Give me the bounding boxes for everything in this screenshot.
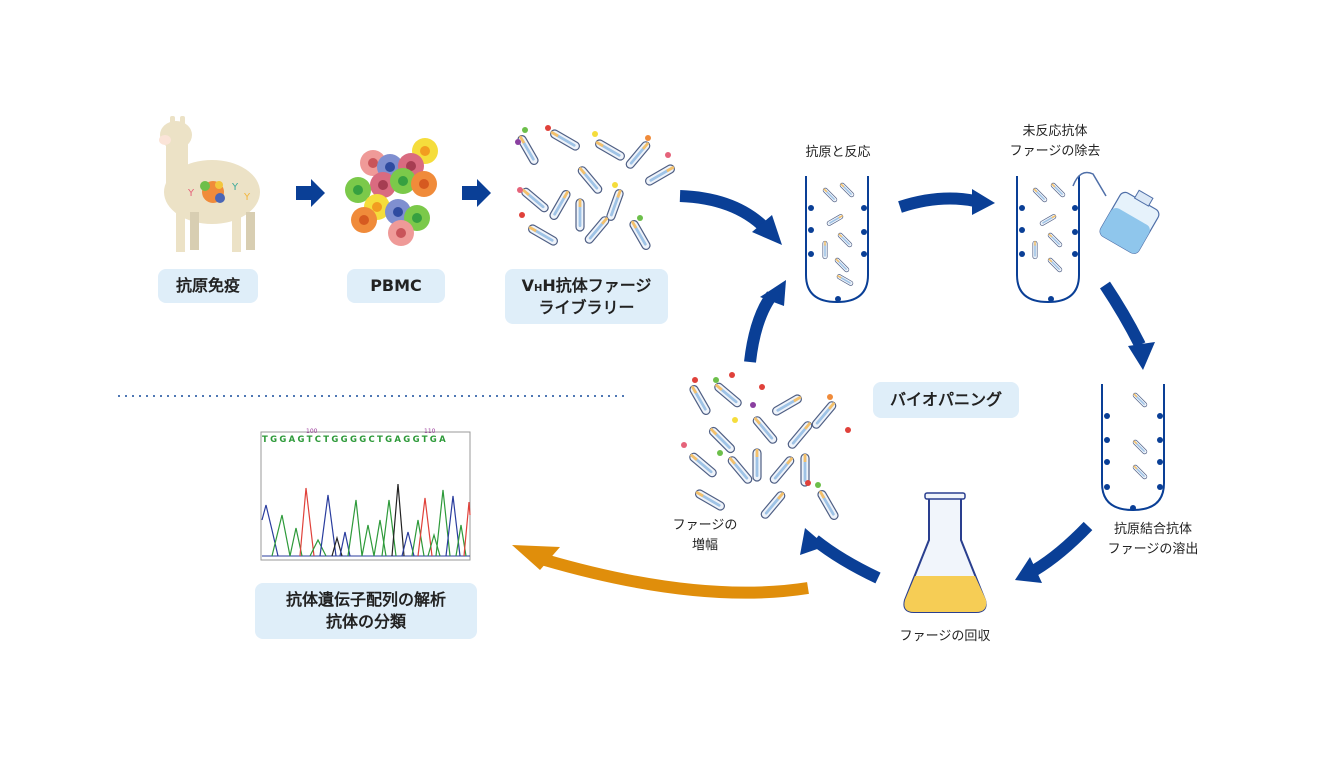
label-library: VHH抗体ファージ ライブラリー bbox=[505, 269, 668, 324]
arrow-right-icon bbox=[296, 179, 325, 207]
svg-text:Y: Y bbox=[243, 192, 251, 203]
caption-wash: 未反応抗体 ファージの除去 bbox=[1009, 124, 1101, 159]
caption-reaction: 抗原と反応 bbox=[805, 145, 871, 160]
label-analysis: 抗体遺伝子配列の解析 抗体の分類 bbox=[255, 583, 477, 639]
caption-amplification: ファージの 増幅 bbox=[672, 518, 738, 553]
sequence-chromatogram bbox=[260, 431, 471, 561]
label-pbmc: PBMC bbox=[347, 269, 445, 303]
orange-arrow bbox=[512, 545, 809, 599]
label-immunization-text: 抗原免疫 bbox=[175, 276, 240, 296]
pbmc-cells-icon bbox=[345, 138, 438, 246]
label-analysis-line2: 抗体の分類 bbox=[325, 612, 406, 631]
label-pbmc-text: PBMC bbox=[370, 276, 422, 296]
label-biopanning: バイオパニング bbox=[873, 382, 1019, 418]
label-library-line1: VHH抗体ファージ bbox=[521, 275, 652, 295]
phage-amplification-icon bbox=[681, 372, 851, 522]
test-tube-elution bbox=[1101, 384, 1165, 512]
caption-elution: 抗原結合抗体 ファージの溶出 bbox=[1107, 522, 1199, 557]
label-library-line2: ライブラリー bbox=[538, 297, 635, 317]
sequence-bases: TGGAGTCTGGGGCTGAGGTGA bbox=[262, 435, 448, 445]
alpaca-icon: Y Y Y bbox=[159, 116, 260, 252]
caption-recovery: ファージの回収 bbox=[899, 629, 991, 644]
label-biopanning-text: バイオパニング bbox=[889, 390, 1002, 410]
cycle-arrows bbox=[679, 189, 1155, 584]
sequence-marker-110: 110 bbox=[424, 428, 436, 435]
label-analysis-line1: 抗体遺伝子配列の解析 bbox=[285, 590, 446, 610]
test-tube-wash bbox=[1016, 171, 1160, 304]
arrow-right-icon bbox=[462, 179, 491, 207]
phage-library-icon bbox=[515, 125, 677, 252]
svg-text:Y: Y bbox=[187, 188, 195, 199]
svg-text:Y: Y bbox=[231, 182, 239, 193]
wash-bottle-icon bbox=[1072, 171, 1160, 254]
sequence-marker-100: 100 bbox=[306, 428, 318, 435]
label-immunization: 抗原免疫 bbox=[158, 269, 258, 303]
flask-icon bbox=[903, 492, 987, 613]
test-tube-reaction bbox=[805, 176, 869, 304]
